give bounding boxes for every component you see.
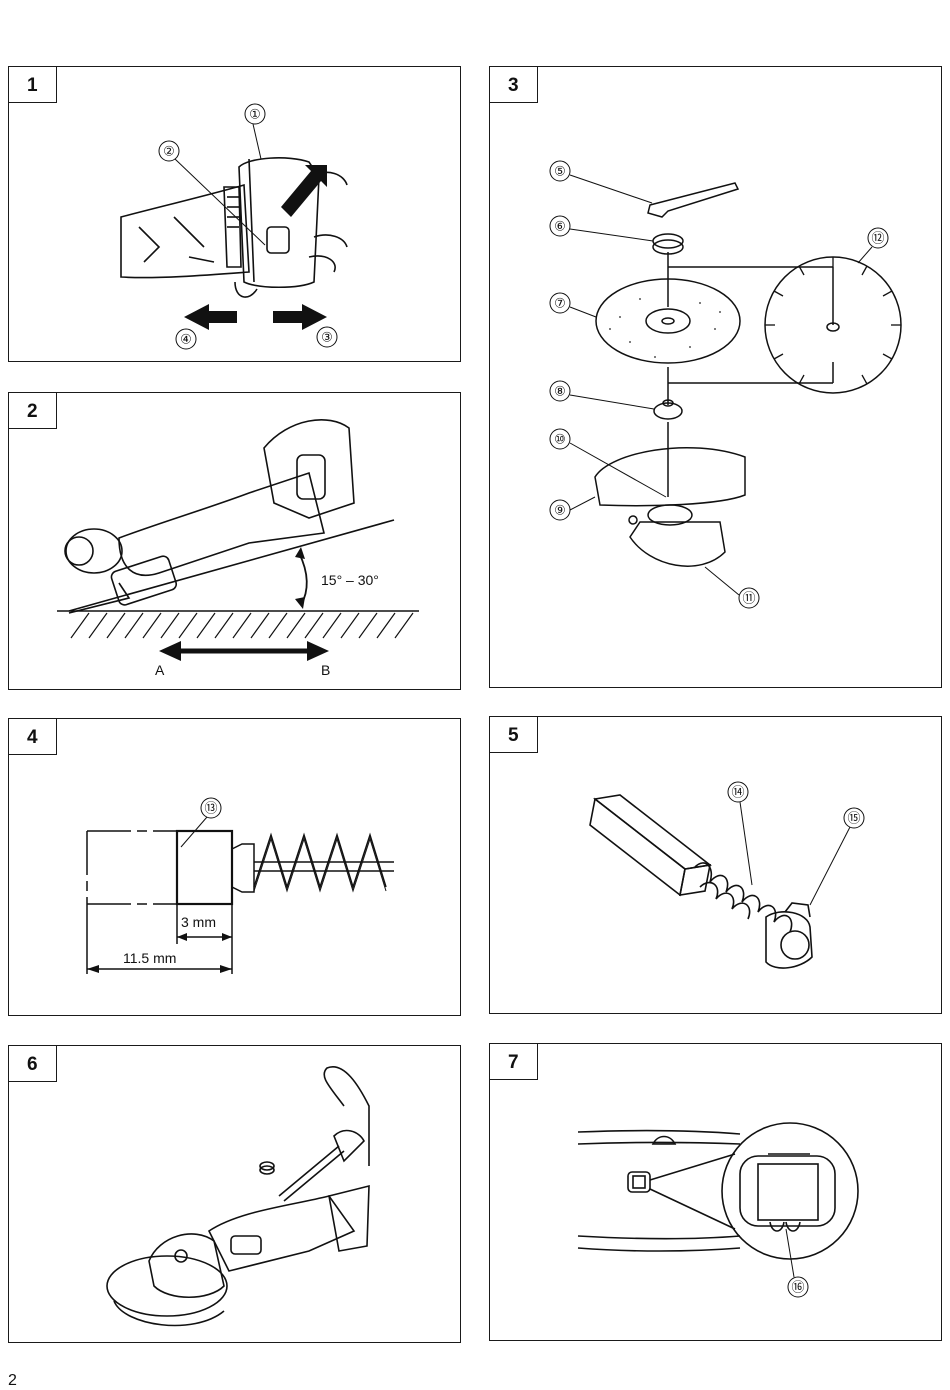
callout-16: ⑯	[791, 1280, 804, 1295]
figure-2-panel: 2	[8, 392, 461, 690]
arrow-right-icon	[273, 304, 327, 330]
callout-9: ⑨	[554, 503, 566, 518]
callout-12: ⑫	[871, 231, 884, 246]
figure-number-tab: 2	[9, 393, 57, 429]
callout-13: ⑬	[204, 801, 217, 816]
wheel-assembly-illustration: ⑤ ⑥ ⑦ ⑧ ⑨ ⑩ ⑪ ⑫	[549, 160, 902, 609]
callout-4: ④	[180, 332, 192, 347]
figure-number: 3	[508, 75, 519, 96]
callout-8: ⑧	[554, 384, 566, 399]
arrow-b-icon	[307, 641, 329, 661]
callout-14: ⑭	[731, 785, 744, 800]
figure-5-panel: 5 ⑭ ⑮	[489, 716, 942, 1014]
callout-7: ⑦	[554, 296, 566, 311]
callout-3: ③	[321, 330, 333, 345]
push-arrow-icon	[281, 165, 327, 217]
figure-1-panel: 1 ① ② ③	[8, 66, 461, 362]
dimension-3mm: 3 mm	[181, 914, 216, 930]
callout-2: ②	[163, 144, 175, 159]
figure-number-tab: 6	[9, 1046, 57, 1082]
figure-number: 6	[27, 1054, 38, 1075]
grinding-angle-illustration: 15° – 30° A B	[57, 419, 419, 678]
blade-segments	[765, 257, 901, 385]
figure-number: 1	[27, 75, 38, 96]
figure-number-tab: 1	[9, 67, 57, 103]
carbon-brush-illustration: ⑭ ⑮	[589, 781, 865, 969]
carbon-brush-limit-diagram: ⑬ 3 mm 11.5 mm	[86, 797, 394, 974]
figure-4-panel: 4 ⑬ 3 mm 11.5 mm	[8, 718, 461, 1016]
arrow-a-icon	[159, 641, 181, 661]
callout-1: ①	[249, 107, 261, 122]
angle-label: 15° – 30°	[321, 572, 379, 588]
callout-11: ⑪	[742, 591, 755, 606]
brush-inspection-illustration: ⑯	[577, 1122, 859, 1298]
figure-7-panel: 7 ⑯	[489, 1043, 942, 1341]
figure-number-tab: 5	[490, 717, 538, 753]
figure-number: 2	[27, 401, 38, 422]
callout-15: ⑮	[847, 811, 860, 826]
ground-hatching	[70, 612, 414, 639]
figure-3-panel: 3	[489, 66, 942, 688]
figure-number: 4	[27, 727, 38, 748]
figure-number-tab: 3	[490, 67, 538, 103]
figure-number: 7	[508, 1052, 519, 1073]
battery-removal-illustration: ① ② ③ ④	[120, 103, 348, 350]
callout-10: ⑩	[554, 432, 566, 447]
figure-number-tab: 4	[9, 719, 57, 755]
arrow-left-icon	[184, 304, 237, 330]
figure-number: 5	[508, 725, 519, 746]
direction-a-label: A	[155, 662, 165, 678]
disc-texture	[609, 298, 721, 358]
page-number: 2	[8, 1372, 17, 1389]
figure-number-tab: 7	[490, 1044, 538, 1080]
callout-5: ⑤	[554, 164, 566, 179]
direction-b-label: B	[321, 662, 330, 678]
callout-6: ⑥	[554, 219, 566, 234]
angle-arrow-icon	[298, 552, 308, 606]
brush-cap-removal-illustration	[106, 1066, 370, 1327]
figure-6-panel: 6	[8, 1045, 461, 1343]
dimension-11-5mm: 11.5 mm	[123, 950, 176, 966]
